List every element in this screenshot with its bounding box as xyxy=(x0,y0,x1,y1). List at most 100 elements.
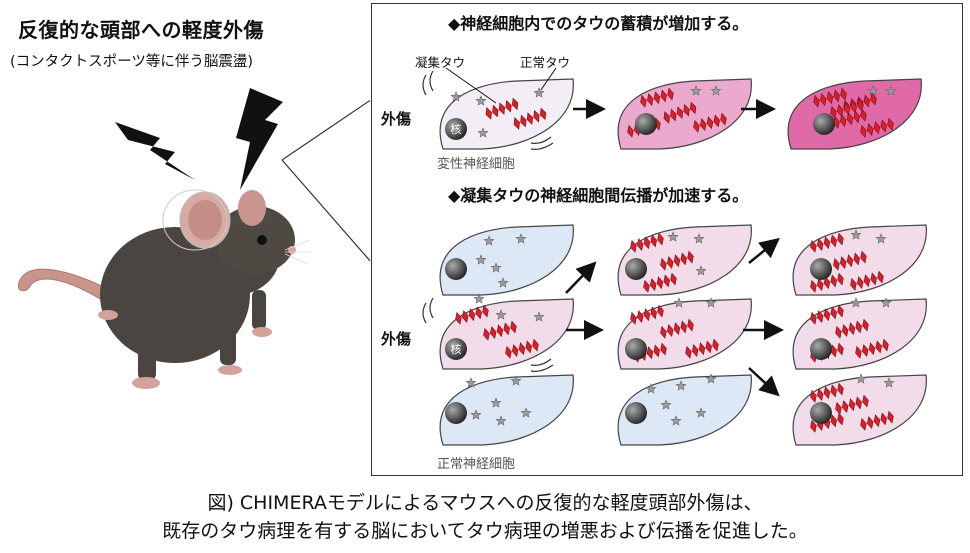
neuron-cell xyxy=(617,374,752,446)
normal-tau-star-icon xyxy=(705,297,717,308)
figure-caption-line2: 既存のタウ病理を有する脳においてタウ病理の増悪および伝播を促進した。 xyxy=(162,520,808,542)
nucleus xyxy=(625,258,647,280)
aggregated-tau-icon xyxy=(833,250,867,271)
aggregated-tau-icon xyxy=(860,410,894,431)
aggregated-tau-icon xyxy=(810,304,844,325)
nucleus xyxy=(810,338,832,360)
aggregated-tau-icon xyxy=(855,338,889,359)
nucleus xyxy=(625,402,647,424)
normal-tau-star-icon xyxy=(705,373,717,384)
neuron-cell xyxy=(439,224,574,296)
neuron-cell xyxy=(439,374,574,446)
aggregated-tau-icon xyxy=(833,108,867,129)
aggregated-tau-icon xyxy=(830,98,864,119)
aggregated-tau-icon xyxy=(835,318,869,339)
left-title: 反復的な頭部への軽度外傷 xyxy=(18,18,264,42)
nucleus xyxy=(625,338,647,360)
normal-tau-star-icon xyxy=(850,297,862,308)
normal-tau-star-icon xyxy=(695,407,707,418)
normal-tau-star-icon xyxy=(660,399,672,410)
nucleus xyxy=(445,258,467,280)
lightning-bolt-icon xyxy=(115,122,195,180)
nucleus xyxy=(810,258,832,280)
normal-tau-star-icon xyxy=(473,293,485,304)
normal-tau-star-icon xyxy=(675,380,687,391)
normal-tau-star-icon xyxy=(465,377,477,388)
normal-tau-star-icon xyxy=(710,85,722,96)
aggregated-tau-icon xyxy=(455,304,489,325)
aggregated-tau-icon xyxy=(810,382,844,403)
mouse-eye xyxy=(257,235,267,245)
aggregated-tau-icon xyxy=(485,97,519,120)
neuron-cell xyxy=(439,78,574,150)
normal-tau-star-icon xyxy=(495,309,507,320)
normal-tau-star-icon xyxy=(475,95,487,106)
normal-tau-star-icon xyxy=(515,233,527,244)
aggregated-tau-icon xyxy=(505,338,539,359)
section1-heading: ◆神経細胞内でのタウの蓄積が増加する。 xyxy=(448,14,749,33)
lightning-bolt-icon xyxy=(236,88,283,190)
aggregated-tau-icon xyxy=(810,272,844,293)
normal-tau-star-icon xyxy=(497,277,509,288)
trauma-label-2: 外傷 xyxy=(381,330,412,348)
normal-tau-star-icon xyxy=(673,297,685,308)
section2-heading: ◆凝集タウの神経細胞間伝播が加速する。 xyxy=(448,186,749,205)
aggregated-tau-icon xyxy=(835,394,869,415)
normal-tau-star-icon xyxy=(520,407,532,418)
aggregated-tau-icon xyxy=(813,87,847,108)
nucleus xyxy=(635,113,657,135)
normal-tau-star-icon xyxy=(510,375,522,386)
nucleus xyxy=(810,402,832,424)
normal-tau-star-icon xyxy=(855,373,867,384)
normal-tau-star-icon xyxy=(690,85,702,96)
aggregated-tau-icon xyxy=(630,304,664,325)
mouse-illustration xyxy=(17,88,370,389)
label-normal-tau: 正常タウ xyxy=(520,55,571,70)
neuron-cell xyxy=(617,78,752,150)
trauma-label-1: 外傷 xyxy=(381,110,412,128)
aggregated-tau-icon xyxy=(483,320,517,341)
aggregated-tau-icon xyxy=(640,87,674,108)
figure-caption-line1: 図) CHIMERAモデルによるマウスへの反復的な軽度頭部外傷は、 xyxy=(207,492,763,514)
normal-tau-star-icon xyxy=(867,85,879,96)
aggregated-tau-icon xyxy=(860,117,894,138)
aggregated-tau-icon xyxy=(660,318,694,339)
nucleus xyxy=(813,113,835,135)
normal-tau-star-icon xyxy=(883,377,895,388)
normal-tau-star-icon xyxy=(475,254,487,265)
aggregated-tau-icon xyxy=(630,232,664,253)
cells-diagram: 核 核 xyxy=(422,67,927,446)
arrow xyxy=(748,367,780,397)
normal-tau-star-icon xyxy=(645,383,657,394)
mechanism-panel xyxy=(371,3,963,476)
nucleus xyxy=(445,402,467,424)
normal-tau-star-icon xyxy=(470,409,482,420)
normal-tau-star-icon xyxy=(875,233,887,244)
aggregated-tau-icon xyxy=(663,101,697,124)
normal-tau-star-icon xyxy=(533,311,545,322)
degenerated-neuron-caption: 変性神経細胞 xyxy=(437,157,516,172)
aggregated-tau-icon xyxy=(810,232,844,253)
label-aggregated-tau: 凝集タウ xyxy=(415,55,466,70)
normal-tau-star-icon xyxy=(693,233,705,244)
normal-tau-star-icon xyxy=(490,262,502,273)
normal-tau-star-icon xyxy=(477,127,489,138)
nucleus-label-1: 核 xyxy=(451,122,462,136)
normal-tau-star-icon xyxy=(667,231,679,242)
normal-tau-star-icon xyxy=(483,235,495,246)
aggregated-tau-icon xyxy=(685,338,719,359)
normal-tau-star-icon xyxy=(885,85,897,96)
left-subtitle: (コンタクトスポーツ等に伴う脳震盪) xyxy=(10,54,254,70)
normal-tau-star-icon xyxy=(450,91,462,102)
aggregated-tau-icon xyxy=(850,270,884,291)
aggregated-tau-icon xyxy=(693,112,727,133)
normal-tau-star-icon xyxy=(695,265,707,276)
aggregated-tau-icon xyxy=(660,250,694,271)
normal-tau-star-icon xyxy=(850,229,862,240)
arrow xyxy=(565,261,597,294)
nucleus xyxy=(445,338,467,360)
nucleus-label-2: 核 xyxy=(451,342,462,356)
arrow xyxy=(748,237,780,264)
normal-neuron-caption: 正常神経細胞 xyxy=(437,457,516,472)
aggregated-tau-icon xyxy=(513,107,547,130)
